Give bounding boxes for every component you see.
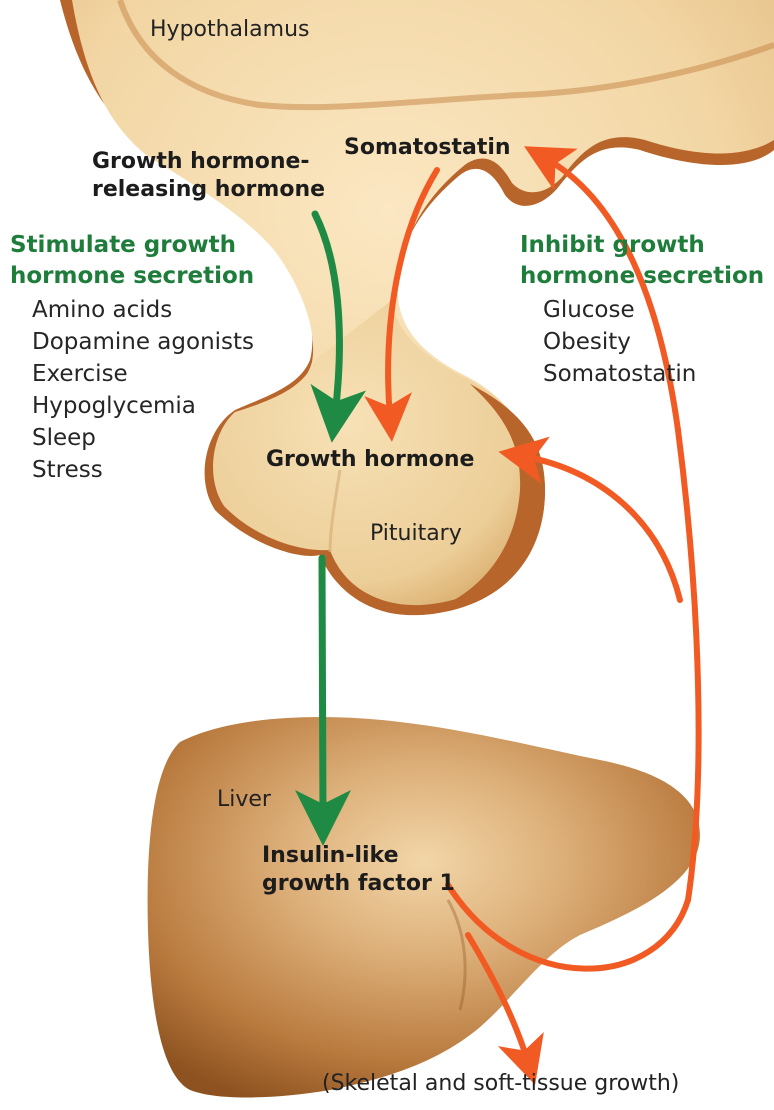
- stimulate-factor: Exercise: [32, 358, 254, 390]
- ghrh-label-line2: releasing hormone: [92, 176, 325, 204]
- ghrh-label: Growth hormone- releasing hormone: [92, 148, 325, 204]
- stimulate-factor: Sleep: [32, 422, 254, 454]
- growth-outcome-label: (Skeletal and soft-tissue growth): [322, 1068, 679, 1100]
- stimulate-factor: Amino acids: [32, 294, 254, 326]
- ghrh-label-line1: Growth hormone-: [92, 148, 325, 176]
- igf1-feedback-to-pituitary-arrow: [522, 456, 680, 600]
- pituitary-label: Pituitary: [370, 518, 462, 550]
- inhibit-heading-line2: hormone secretion: [520, 261, 764, 292]
- growth-hormone-label: Growth hormone: [266, 446, 474, 474]
- stimulate-factors-list: Amino acids Dopamine agonists Exercise H…: [32, 294, 254, 486]
- inhibit-factors-list: Glucose Obesity Somatostatin: [543, 294, 696, 390]
- igf1-label-line1: Insulin-like: [262, 842, 455, 870]
- inhibit-factor: Obesity: [543, 326, 696, 358]
- igf1-label-line2: growth factor 1: [262, 870, 455, 898]
- stimulate-heading-line2: hormone secretion: [10, 261, 254, 292]
- stimulate-factor: Stress: [32, 454, 254, 486]
- inhibit-heading-line1: Inhibit growth: [520, 230, 764, 261]
- hypothalamus-label: Hypothalamus: [150, 14, 309, 46]
- stimulate-factor: Hypoglycemia: [32, 390, 254, 422]
- stimulate-factor: Dopamine agonists: [32, 326, 254, 358]
- inhibit-heading: Inhibit growth hormone secretion: [520, 230, 764, 292]
- liver-shape: [148, 717, 700, 1098]
- growth-hormone-to-liver-arrow: [322, 558, 323, 818]
- somatostatin-label: Somatostatin: [344, 134, 511, 162]
- inhibit-factor: Somatostatin: [543, 358, 696, 390]
- stimulate-heading: Stimulate growth hormone secretion: [10, 230, 254, 292]
- igf1-label: Insulin-like growth factor 1: [262, 842, 455, 898]
- inhibit-factor: Glucose: [543, 294, 696, 326]
- stimulate-heading-line1: Stimulate growth: [10, 230, 254, 261]
- liver-label: Liver: [217, 784, 271, 816]
